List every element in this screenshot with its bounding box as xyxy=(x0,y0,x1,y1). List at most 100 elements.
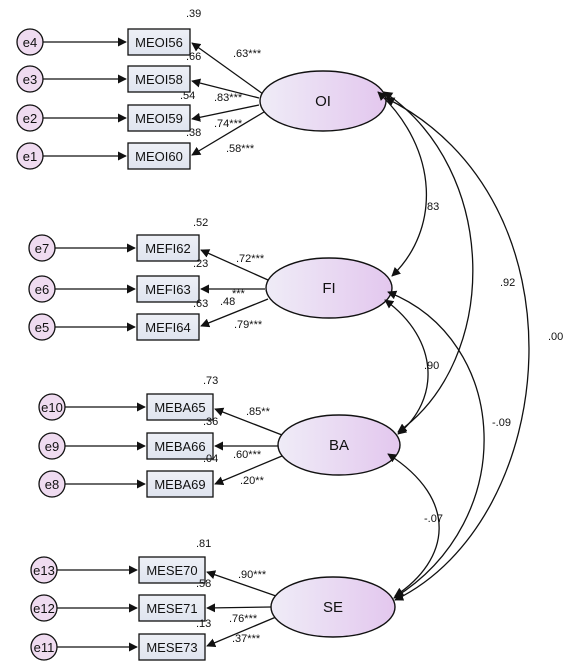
r2-value: .52 xyxy=(193,217,208,229)
error-e5: e5 xyxy=(28,313,56,341)
loading-arrow xyxy=(191,104,260,122)
loading-label: .74*** xyxy=(214,118,243,130)
covariance-label: .90 xyxy=(424,360,439,372)
error-e11: e11 xyxy=(30,633,58,661)
loading-label: .63*** xyxy=(233,48,262,60)
r2-value: .63 xyxy=(193,298,208,310)
indicator-label: MEOI58 xyxy=(135,72,183,87)
indicator-mese73: MESE73 xyxy=(138,633,206,661)
indicator-label: MEOI59 xyxy=(135,111,183,126)
loading-label: .58*** xyxy=(226,143,255,155)
r2-value: .13 xyxy=(196,618,211,630)
latent-fi: FI xyxy=(265,257,393,319)
loading-label: .20** xyxy=(240,475,265,487)
latent-label: FI xyxy=(322,280,335,297)
loading-label: .60*** xyxy=(233,449,262,461)
indicator-label: MEBA69 xyxy=(154,477,205,492)
block-se: e13 e12 e11 MESE70 MESE71 MESE73 .81 .58… xyxy=(30,538,396,661)
indicator-meba66: MEBA66 xyxy=(146,432,214,460)
error-label: e2 xyxy=(23,111,37,126)
indicator-meba65: MEBA65 xyxy=(146,393,214,421)
block-fi: e7 e6 e5 MEFI62 MEFI63 MEFI64 .52 .23 .6… xyxy=(28,217,393,341)
covariance-label: -.07 xyxy=(424,513,443,525)
indicator-meoi58: MEOI58 xyxy=(127,65,191,93)
covariance-oi-ba xyxy=(383,91,474,433)
error-label: e9 xyxy=(45,439,59,454)
indicator-meoi60: MEOI60 xyxy=(127,142,191,170)
r2-value: .73 xyxy=(203,375,218,387)
error-label: e12 xyxy=(33,601,55,616)
r2-value: .38 xyxy=(186,127,201,139)
r2-value: .54 xyxy=(180,90,195,102)
latent-label: BA xyxy=(329,437,349,454)
loading-arrow xyxy=(191,42,264,95)
covariance-ba-se xyxy=(387,453,440,597)
loading-arrow xyxy=(191,111,265,156)
indicator-mefi62: MEFI62 xyxy=(136,234,200,262)
loading-arrow xyxy=(191,78,260,99)
latent-se: SE xyxy=(270,576,396,638)
error-e8: e8 xyxy=(38,470,66,498)
covariance-label: .83 xyxy=(424,201,439,213)
indicator-label: MEFI62 xyxy=(145,241,191,256)
indicator-mese71: MESE71 xyxy=(138,594,206,622)
indicator-mese70: MESE70 xyxy=(138,556,206,584)
r2-value: .58 xyxy=(196,578,211,590)
error-e13: e13 xyxy=(30,556,58,584)
error-label: e5 xyxy=(35,320,49,335)
block-oi: e4 e3 e2 e1 MEOI56 MEOI58 MEOI xyxy=(16,8,387,170)
error-label: e6 xyxy=(35,282,49,297)
error-e7: e7 xyxy=(28,234,56,262)
error-label: e4 xyxy=(23,35,37,50)
error-e10: e10 xyxy=(38,393,66,421)
loading-arrow xyxy=(206,603,272,613)
loading-label: *** xyxy=(232,288,246,300)
error-e9: e9 xyxy=(38,432,66,460)
indicator-label: MESE73 xyxy=(146,640,197,655)
r2-value: .04 xyxy=(203,453,218,465)
indicator-meoi56: MEOI56 xyxy=(127,28,191,56)
error-e6: e6 xyxy=(28,275,56,303)
loading-label: .85** xyxy=(246,406,271,418)
loading-arrow xyxy=(214,455,283,486)
loading-label: .48 xyxy=(220,296,235,308)
covariance-fi-se xyxy=(387,290,485,599)
loading-label: .37*** xyxy=(232,633,261,645)
indicator-meoi59: MEOI59 xyxy=(127,104,191,132)
r2-value: .66 xyxy=(186,51,201,63)
indicator-label: MEBA65 xyxy=(154,400,205,415)
error-e3: e3 xyxy=(16,65,44,93)
indicator-label: MESE71 xyxy=(146,601,197,616)
indicator-label: MEFI63 xyxy=(145,282,191,297)
r2-value: .81 xyxy=(196,538,211,550)
r2-value: .23 xyxy=(193,258,208,270)
indicator-meba69: MEBA69 xyxy=(146,470,214,498)
indicator-mefi63: MEFI63 xyxy=(136,275,200,303)
indicator-label: MEOI56 xyxy=(135,35,183,50)
error-label: e13 xyxy=(33,563,55,578)
covariances: .83 .90 -.07 .92 -.09 .00 xyxy=(377,91,563,601)
loading-label: .76*** xyxy=(229,613,258,625)
loading-label: .72*** xyxy=(236,253,265,265)
error-e12: e12 xyxy=(30,594,58,622)
error-label: e3 xyxy=(23,72,37,87)
covariance-fi-ba xyxy=(384,299,429,435)
covariance-oi-se xyxy=(385,97,530,601)
latent-ba: BA xyxy=(277,414,401,476)
covariance-label: -.09 xyxy=(492,417,511,429)
r2-value: .39 xyxy=(186,8,201,20)
error-label: e8 xyxy=(45,477,59,492)
covariance-oi-fi xyxy=(377,91,427,277)
indicator-label: MESE70 xyxy=(146,563,197,578)
block-ba: e10 e9 e8 MEBA65 MEBA66 MEBA69 .73 .36 .… xyxy=(38,375,401,498)
loading-label: .83*** xyxy=(214,92,243,104)
indicator-label: MEBA66 xyxy=(154,439,205,454)
latent-label: SE xyxy=(323,599,343,616)
latent-oi: OI xyxy=(259,70,387,132)
error-label: e1 xyxy=(23,149,37,164)
loading-arrow xyxy=(206,570,277,597)
latent-label: OI xyxy=(315,93,331,110)
covariance-label: .00 xyxy=(548,331,563,343)
r2-value: .36 xyxy=(203,416,218,428)
